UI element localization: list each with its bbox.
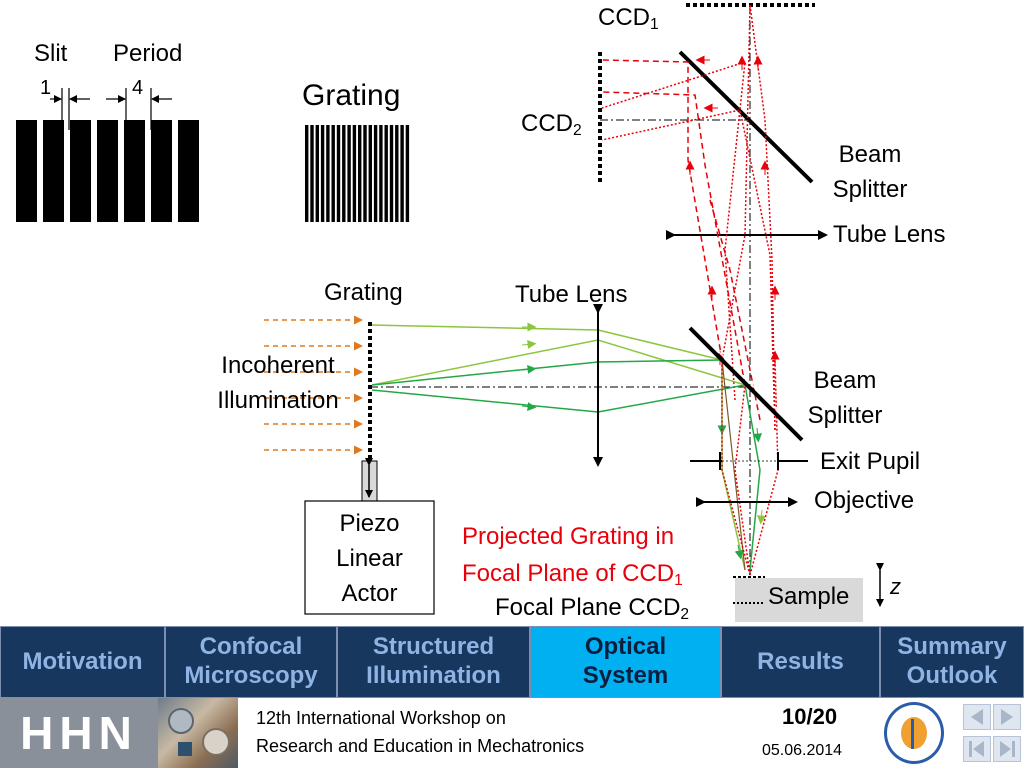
incoherent-illumination-arrows (264, 315, 363, 455)
grating-mid-label: Grating (324, 279, 403, 306)
fine-grating-bar (368, 125, 372, 222)
objective-label: Objective (814, 487, 915, 514)
fine-grating-bar (395, 125, 399, 222)
exit-pupil-label: Exit Pupil (820, 448, 921, 475)
ccd1-label: CCD1 (598, 4, 659, 33)
tab-confocal-microscopy[interactable]: Confocal Microscopy (165, 626, 337, 698)
arrow-first-icon (969, 741, 984, 757)
section-navigation: Motivation Confocal Microscopy Structure… (0, 626, 1024, 698)
fine-grating-bar (336, 125, 341, 222)
fine-grating-bar (379, 125, 383, 222)
tab-motivation[interactable]: Motivation (0, 626, 165, 698)
period-label: Period (113, 40, 183, 67)
slit-label: Slit (34, 40, 68, 67)
fine-grating-bar (331, 125, 335, 222)
fine-grating-bar (363, 125, 367, 222)
workshop-line-2: Research and Education in Mechatronics (256, 736, 585, 756)
sample-label: Sample (768, 583, 850, 610)
hhn-logo: HHN (0, 698, 158, 768)
arrow-right-icon (1001, 709, 1013, 725)
tab-results[interactable]: Results (721, 626, 880, 698)
slit-grating-pattern (16, 120, 199, 222)
fine-grating-bar (315, 125, 319, 222)
presentation-date: 05.06.2014 (762, 742, 843, 759)
fine-grating-bar (320, 125, 325, 222)
fine-grating-bar (352, 125, 357, 222)
footer-collage-image (158, 698, 238, 768)
projected-grating-label: Projected Grating in Focal Plane of CCD1 (462, 523, 683, 589)
focal-plane-ccd2-label: Focal Plane CCD2 (495, 594, 690, 623)
ccd2-label: CCD2 (521, 110, 582, 139)
fine-grating-bar (389, 125, 394, 222)
arrow-left-icon (971, 709, 983, 725)
fine-grating-bar (305, 125, 309, 222)
fine-grating-bar (326, 125, 330, 222)
fine-grating-bar (405, 125, 410, 222)
page-number: 10/20 (782, 704, 838, 729)
previous-slide-button[interactable] (963, 704, 991, 730)
fine-grating-bar (310, 125, 314, 222)
last-slide-button[interactable] (993, 736, 1021, 762)
fine-grating-bar (373, 125, 378, 222)
tab-structured-illumination[interactable]: Structured Illumination (337, 626, 530, 698)
optical-system-diagram (16, 3, 884, 622)
piezo-box (304, 500, 435, 615)
slit-value: 1 (40, 77, 52, 99)
tab-summary-outlook[interactable]: Summary Outlook (880, 626, 1024, 698)
tube-lens-top-label: Tube Lens (833, 221, 946, 248)
exit-pupil (690, 452, 808, 470)
fine-grating-bar (358, 125, 362, 222)
fine-grating-bar (342, 125, 346, 222)
beam-splitter-bottom (688, 326, 804, 442)
fine-grating-bar (400, 125, 404, 222)
detection-rays-red (601, 4, 776, 431)
fine-grating-bar (347, 125, 351, 222)
fine-grating-pattern (305, 125, 410, 222)
tab-optical-system[interactable]: Optical System (530, 626, 721, 698)
next-slide-button[interactable] (993, 704, 1021, 730)
university-emblem (884, 702, 944, 764)
beam-splitter-top (678, 50, 814, 184)
z-axis-label: z (890, 574, 901, 599)
sample-block (735, 578, 863, 622)
period-value: 4 (132, 77, 144, 99)
fine-grating-bar (384, 125, 388, 222)
footer: HHN 12th International Workshop on Resea… (0, 698, 1024, 768)
slit-dimension-markers (50, 88, 172, 130)
tube-lens-mid-label: Tube Lens (515, 281, 628, 308)
workshop-line-1: 12th International Workshop on (256, 708, 506, 728)
arrow-last-icon (1000, 741, 1015, 757)
first-slide-button[interactable] (963, 736, 991, 762)
grating-top-label: Grating (302, 79, 401, 112)
